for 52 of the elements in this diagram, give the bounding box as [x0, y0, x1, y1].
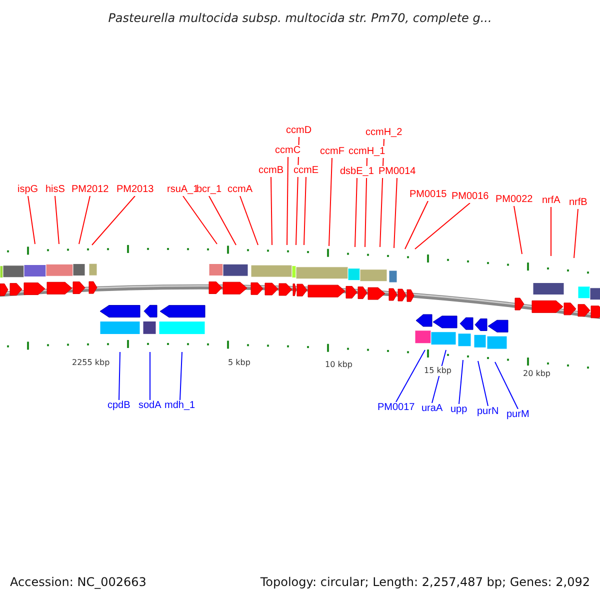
scale-label: 2255 kbp [72, 358, 110, 368]
gene-label: PM2012 [72, 184, 109, 196]
accession-text: Accession: NC_002663 [10, 575, 146, 589]
gene-label: purN [477, 406, 499, 418]
gene-label: PM0014 [378, 166, 416, 178]
leader-line [364, 158, 368, 248]
leader-line [494, 362, 518, 410]
scale-label: 5 kbp [228, 358, 250, 368]
gene-label: ispG [18, 184, 38, 196]
leader-line [414, 202, 470, 250]
leader-line [354, 178, 358, 248]
gene-label: PM2013 [116, 184, 154, 196]
leader-line [208, 196, 236, 246]
leader-line [54, 196, 60, 244]
gene-label: ccmH_1 [348, 146, 386, 158]
leader-line [458, 360, 464, 404]
leader-line [394, 178, 398, 248]
gene-label: PM0022 [496, 194, 533, 206]
leader-line [240, 196, 258, 246]
scale-label: 10 kbp [325, 360, 353, 370]
leader-line [28, 196, 36, 244]
leader-line [182, 196, 218, 244]
leader-line [396, 350, 426, 402]
scale-label: 15 kbp [424, 366, 452, 376]
leader-line [286, 156, 288, 246]
leader-line [180, 352, 182, 400]
leader-line [550, 206, 552, 256]
gene-label: PM0016 [452, 191, 489, 203]
gene-label: purM [506, 409, 530, 421]
gene-label: upp [450, 404, 468, 416]
leader-line [118, 352, 120, 400]
title: Pasteurella multocida subsp. multocida str. Pm70, complete g... [107, 11, 493, 25]
leader-line [270, 176, 272, 246]
gene-label: ccmA [228, 184, 252, 196]
gene-label: cpdB [108, 400, 130, 412]
leader-line [92, 196, 136, 246]
gene-label: mdh_1 [164, 400, 196, 412]
leader-line [574, 208, 578, 258]
leader-line [404, 200, 428, 250]
leader-line [478, 360, 488, 406]
leader-line [78, 196, 90, 244]
leader-line [328, 158, 332, 246]
leader-line [304, 176, 306, 246]
gene-label: ccmE [294, 165, 318, 177]
scale-label: 20 kbp [523, 369, 551, 379]
gene-label: PM0015 [410, 189, 447, 201]
gene-label: ccmC [275, 145, 301, 157]
summary-text: Topology: circular; Length: 2,257,487 bp; Genes: 2,092 [260, 575, 590, 589]
gene-label: dsbE_1 [340, 166, 374, 178]
gene-label: bcr_1 [196, 184, 222, 196]
gene-label: ccmH_2 [366, 127, 402, 139]
leader-line [514, 206, 522, 254]
